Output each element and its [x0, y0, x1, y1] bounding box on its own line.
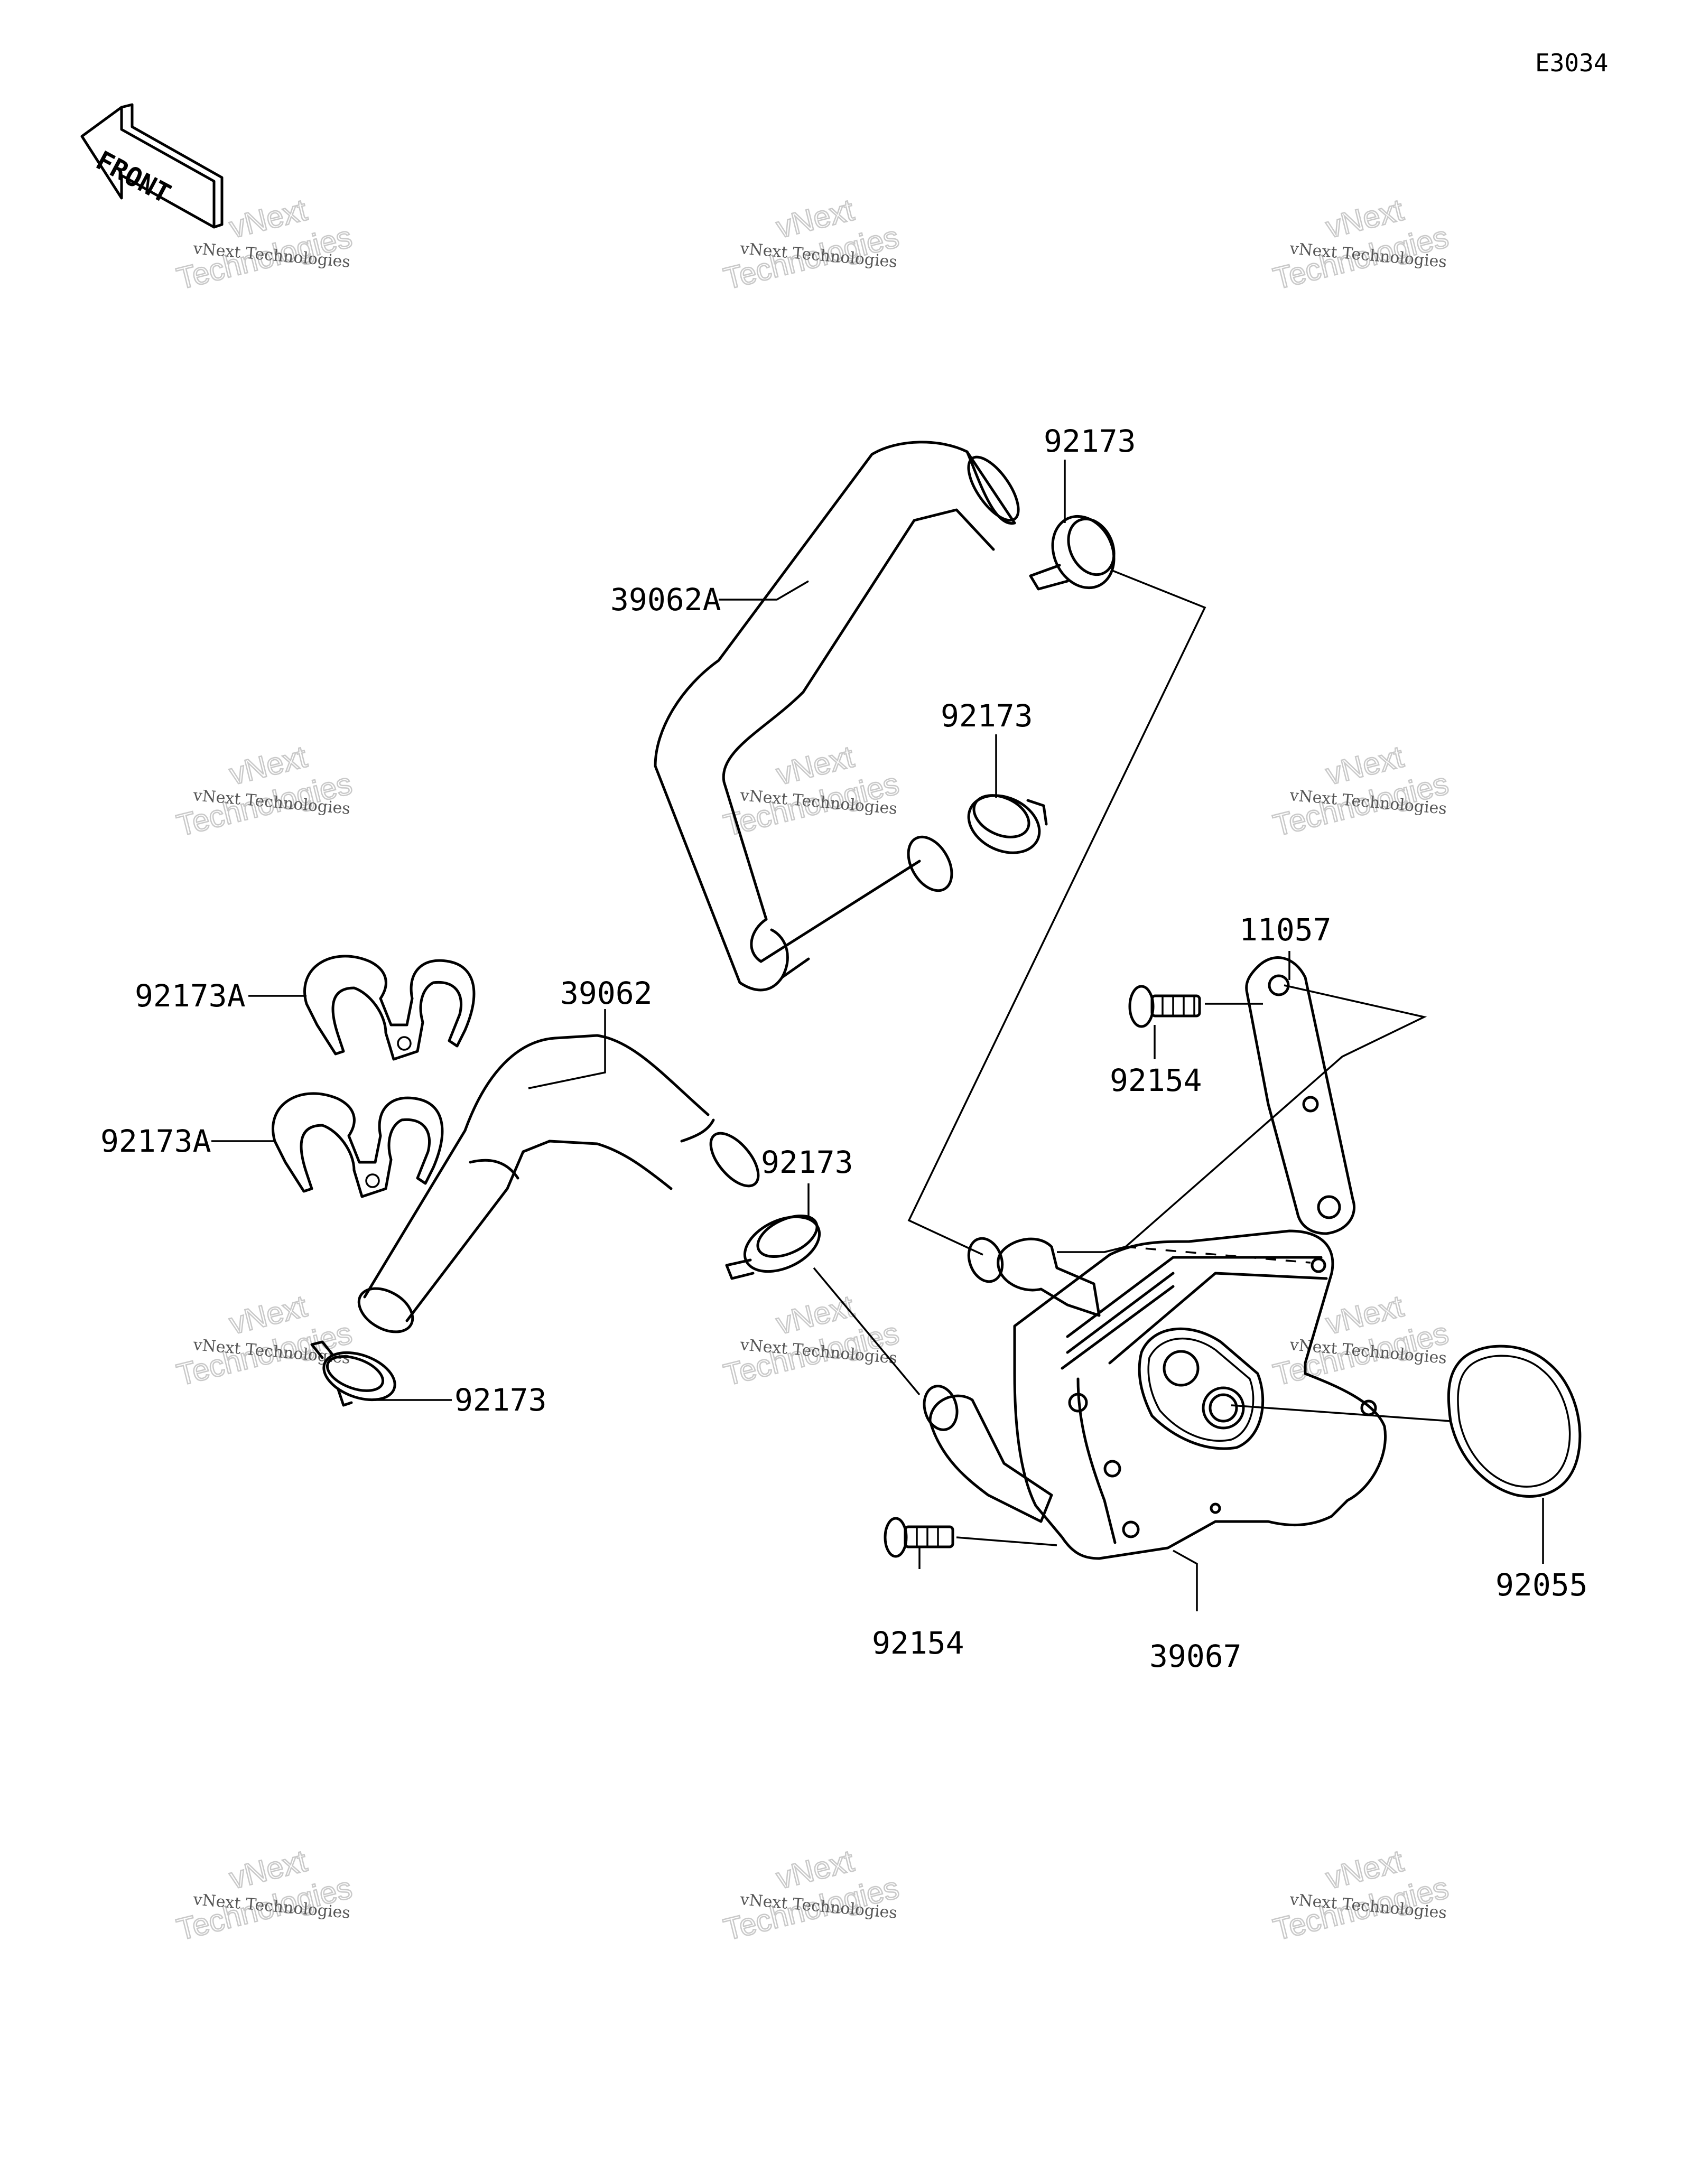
- label-92055: 92055: [1495, 1567, 1588, 1603]
- label-92154-lower: 92154: [872, 1625, 964, 1661]
- front-label: FRONT: [91, 145, 175, 209]
- watermark: Technologies vNext vNext Technologies: [720, 192, 903, 296]
- front-arrow-icon: FRONT: [80, 103, 224, 229]
- gasket: [1447, 1345, 1582, 1498]
- label-92173A-1: 92173A: [135, 978, 246, 1014]
- label-39067: 39067: [1149, 1638, 1242, 1674]
- watermark: Technologies vNext vNext Technologies: [173, 192, 356, 296]
- diagram-code: E3034: [1535, 49, 1608, 77]
- clamp-lower-left: [310, 1340, 396, 1407]
- hose-upper: [654, 441, 1020, 992]
- label-92154-upper: 92154: [1110, 1062, 1202, 1098]
- part-labels: 39062A 92173 92173 92173A 92173A 39062 9…: [100, 423, 1588, 1674]
- watermark: Technologies vNext vNext Technologies: [1269, 739, 1453, 843]
- holder-a2: [272, 1092, 444, 1198]
- watermark-grid: Technologies vNext vNext Technologies Te…: [173, 192, 1453, 1947]
- watermark: Technologies vNext vNext Technologies: [1269, 192, 1453, 296]
- watermark: Technologies vNext vNext Technologies: [173, 1843, 356, 1947]
- label-11057: 11057: [1239, 912, 1332, 948]
- clamp-lower-mid: [725, 1214, 821, 1280]
- bolt-lower: [884, 1517, 954, 1558]
- clamp-upper-right: [1029, 515, 1116, 591]
- label-92173-lower-mid: 92173: [761, 1144, 853, 1180]
- holder-a1: [303, 955, 476, 1061]
- bracket: [1245, 956, 1356, 1235]
- hose-lower: [357, 1034, 760, 1333]
- label-39062: 39062: [560, 975, 653, 1011]
- label-92173-upper-right: 92173: [1044, 423, 1136, 459]
- watermark: Technologies vNext vNext Technologies: [173, 739, 356, 843]
- watermark: Technologies vNext vNext Technologies: [1269, 1843, 1453, 1947]
- watermark: Technologies vNext vNext Technologies: [720, 1843, 903, 1947]
- label-92173-lower-left: 92173: [454, 1382, 547, 1418]
- watermark: Technologies vNext vNext Technologies: [1269, 1288, 1453, 1393]
- clamp-upper-mid: [967, 794, 1048, 854]
- bolt-upper: [1128, 985, 1201, 1028]
- label-92173A-2: 92173A: [100, 1123, 211, 1159]
- watermark: Technologies vNext vNext Technologies: [720, 739, 903, 843]
- oil-cooler: [923, 1229, 1387, 1560]
- leader-lines: [211, 460, 1544, 1611]
- label-92173-upper-mid: 92173: [941, 698, 1033, 734]
- label-39062A: 39062A: [610, 582, 721, 618]
- watermark: Technologies vNext vNext Technologies: [173, 1288, 356, 1393]
